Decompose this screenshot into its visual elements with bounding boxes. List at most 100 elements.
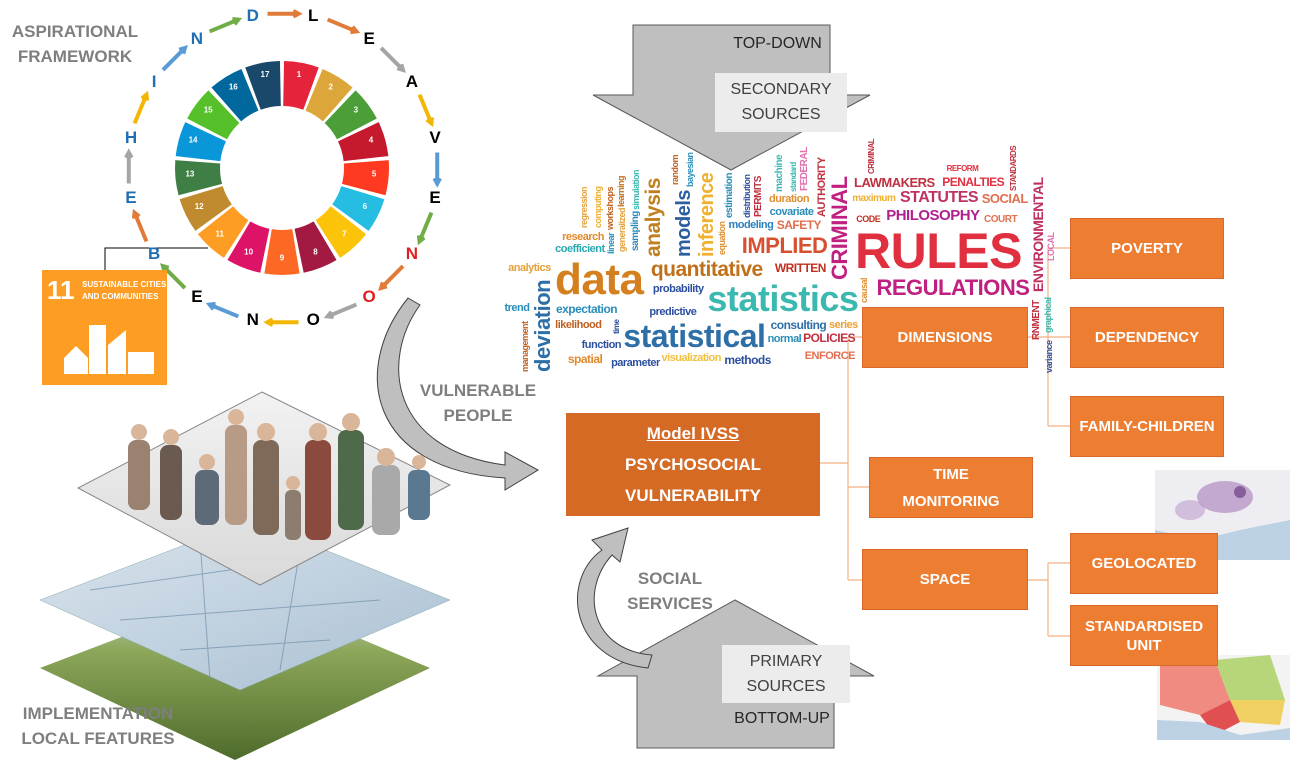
word-cloud-term: bayesian <box>685 152 696 188</box>
word-cloud-term: variance <box>1043 340 1054 373</box>
word-cloud-term: PERMITS <box>753 175 765 217</box>
word-cloud-term: workshops <box>605 186 616 230</box>
box-line: MONITORING <box>902 492 1000 510</box>
word-cloud-term: likelihood <box>555 319 602 332</box>
word-cloud-term: management <box>519 321 530 373</box>
sdg-goal-16-segment <box>211 68 259 122</box>
label-line: SERVICES <box>627 594 713 613</box>
word-cloud-term: research <box>562 230 605 243</box>
label-line: IMPLEMENTATION <box>22 704 174 723</box>
sdg-goal-number: 17 <box>261 70 270 79</box>
ring-arrow-icon <box>263 317 299 327</box>
word-cloud-term: computing <box>593 186 604 228</box>
ring-letter: N <box>246 310 259 330</box>
word-cloud-term: regression <box>578 186 589 228</box>
model-title: Model IVSS <box>646 424 740 443</box>
word-cloud-term: duration <box>769 193 810 206</box>
top-down-label: TOP-DOWN <box>733 35 822 52</box>
word-cloud-term: sampling <box>630 211 642 252</box>
word-cloud-term: SOCIAL <box>981 191 1029 207</box>
word-cloud-term: distribution <box>741 174 752 218</box>
source-line: SOURCES <box>741 106 821 123</box>
geolocated-box: GEOLOCATED <box>1070 533 1218 594</box>
word-cloud-term: linear <box>605 233 616 255</box>
poverty-box: POVERTY <box>1070 218 1224 279</box>
word-cloud-term: graphical <box>1042 297 1053 334</box>
implementation-local-features-label: IMPLEMENTATION LOCAL FEATURES <box>8 701 188 751</box>
word-cloud-term: coefficient <box>555 242 605 255</box>
word-cloud-term: equation <box>717 221 728 256</box>
zones-map-thumbnail <box>1157 655 1290 740</box>
word-cloud-term: causal <box>858 278 869 304</box>
ring-arrow-icon <box>416 211 434 246</box>
ring-arrow-icon <box>378 264 405 291</box>
dimensions-box: DIMENSIONS <box>862 307 1028 368</box>
sdg-goal-5-segment <box>341 160 389 196</box>
word-cloud-term: statistical <box>623 317 766 354</box>
word-cloud-term: covariate <box>769 205 814 218</box>
label-line: LOCAL FEATURES <box>21 729 175 748</box>
sdg-goal-number: 10 <box>244 247 253 256</box>
sdg-goal-2-segment <box>305 68 353 122</box>
word-cloud-term: CRIMINAL <box>826 175 852 280</box>
sdg11-connector <box>104 247 208 270</box>
word-cloud-term: COURT <box>984 213 1018 225</box>
label-line: SOCIAL <box>637 569 703 588</box>
sdg-goal-number: 1 <box>297 70 302 79</box>
sdg-goal-13-segment <box>175 160 223 196</box>
word-cloud-term: ENVIRONMENTAL <box>1029 176 1046 292</box>
word-cloud-term: methods <box>724 353 771 367</box>
model-ivss-box: Model IVSS PSYCHOSOCIAL VULNERABILITY <box>566 413 820 516</box>
ring-letter: O <box>362 286 376 306</box>
ring-letter: D <box>246 5 259 25</box>
sdg-goal-number: 14 <box>189 136 198 145</box>
ring-letter: A <box>405 71 419 91</box>
word-cloud-term: maximum <box>852 193 896 205</box>
social-services-label: SOCIAL SERVICES <box>615 566 725 616</box>
word-cloud-term: REGULATIONS <box>876 275 1030 301</box>
ring-arrow-icon <box>160 263 187 290</box>
word-cloud-term: AUTHORITY <box>815 156 828 217</box>
sdg-goal-number: 16 <box>229 82 238 91</box>
city-buildings-icon <box>64 325 154 374</box>
sdg-goal-number: 4 <box>369 136 374 145</box>
sdg-goal-12-segment <box>179 186 232 231</box>
model-line: VULNERABILITY <box>625 486 761 505</box>
ring-letter: E <box>125 188 137 208</box>
word-cloud-term: function <box>581 338 622 351</box>
sdg-goal-number: 5 <box>372 170 377 179</box>
word-cloud-term: RULES <box>855 223 1022 279</box>
secondary-sources-box: SECONDARY SOURCES <box>715 73 847 132</box>
ring-letter: H <box>124 127 138 147</box>
vulnerable-people-label: VULNERABLE PEOPLE <box>412 378 544 428</box>
ring-arrow-icon <box>417 93 435 128</box>
sdg11-number: 11 <box>47 275 75 305</box>
ring-letter: E <box>429 188 441 208</box>
box-line: UNIT <box>1126 636 1162 654</box>
title-line: SUSTAINABLE CITIES <box>82 280 167 289</box>
word-cloud-term: expectation <box>555 302 618 317</box>
sdg-goal-number: 9 <box>280 254 285 263</box>
word-cloud-term: machine <box>774 155 786 193</box>
sdg-goal-number: 11 <box>215 229 224 238</box>
word-cloud-term: POLICIES <box>803 331 856 346</box>
dependency-box: DEPENDENCY <box>1070 307 1224 368</box>
word-cloud-term: LOCAL <box>1045 232 1056 262</box>
sdg-goal-number: 8 <box>313 247 318 256</box>
ring-arrow-icon <box>323 302 358 320</box>
sdg-goal-number: 15 <box>204 105 213 114</box>
word-cloud-term: trend <box>504 302 530 315</box>
sdg11-title: SUSTAINABLE CITIES AND COMMUNITIES <box>82 279 166 303</box>
aspirational-framework-label: ASPIRATIONAL FRAMEWORK <box>5 19 145 69</box>
word-cloud-term: consulting <box>770 317 827 332</box>
ring-letter: E <box>191 286 203 306</box>
people-illustration <box>128 409 430 540</box>
sdg-goal-number: 13 <box>185 170 194 179</box>
source-line: PRIMARY <box>749 653 823 670</box>
standardised-unit-box: STANDARDISED UNIT <box>1070 605 1218 666</box>
ring-arrow-icon <box>161 45 188 72</box>
ring-arrow-icon <box>267 9 303 19</box>
sdg-goal-number: 2 <box>328 82 333 91</box>
source-line: SOURCES <box>746 678 826 695</box>
